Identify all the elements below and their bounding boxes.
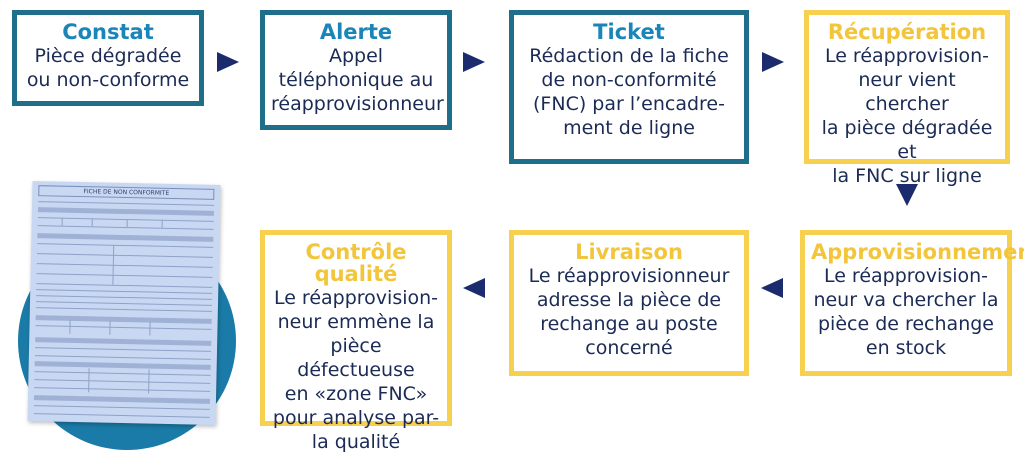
- step-title: Constat: [62, 20, 154, 44]
- step-ticket: Ticket Rédaction de la fiche de non-conf…: [509, 10, 749, 164]
- arrow-left-icon: [463, 278, 485, 298]
- arrow-left-icon: [761, 278, 783, 298]
- step-constat: Constat Pièce dégradée ou non-conforme: [12, 10, 204, 106]
- arrow-right-icon: [217, 52, 239, 72]
- step-title: Ticket: [593, 20, 665, 44]
- arrow-right-icon: [762, 52, 784, 72]
- step-title: Livraison: [575, 240, 683, 264]
- step-body: Le réapprovision- neur vient chercher la…: [821, 45, 993, 187]
- step-livraison: Livraison Le réapprovisionneur adresse l…: [509, 230, 749, 376]
- step-approvisionnement: Approvisionnement Le réapprovision- neur…: [800, 230, 1024, 376]
- step-title: Contrôle qualité: [305, 240, 407, 286]
- step-body: Le réapprovision- neur va chercher la pi…: [813, 265, 999, 359]
- step-body: Le réapprovision- neur emmène la pièce d…: [272, 287, 440, 453]
- step-title: Alerte: [319, 20, 393, 44]
- step-title: Récupération: [827, 20, 987, 44]
- step-body: Le réapprovisionneur adresse la pièce de…: [528, 265, 730, 359]
- arrow-down-icon: [896, 184, 918, 206]
- step-body: Rédaction de la fiche de non-conformité …: [529, 45, 729, 139]
- step-body: Appel téléphonique au réapprovisionneur: [271, 45, 444, 115]
- form-header: FICHE DE NON CONFORMITE: [38, 185, 215, 200]
- step-alerte: Alerte Appel téléphonique au réapprovisi…: [260, 10, 452, 130]
- arrow-right-icon: [463, 52, 485, 72]
- step-recuperation: Récupération Le réapprovision- neur vien…: [804, 10, 1010, 187]
- step-controle-qualite: Contrôle qualité Le réapprovision- neur …: [260, 230, 452, 453]
- fnc-form-image: FICHE DE NON CONFORMITE: [27, 181, 221, 425]
- step-title: Approvisionnement: [811, 240, 1024, 264]
- step-body: Pièce dégradée ou non-conforme: [26, 45, 190, 91]
